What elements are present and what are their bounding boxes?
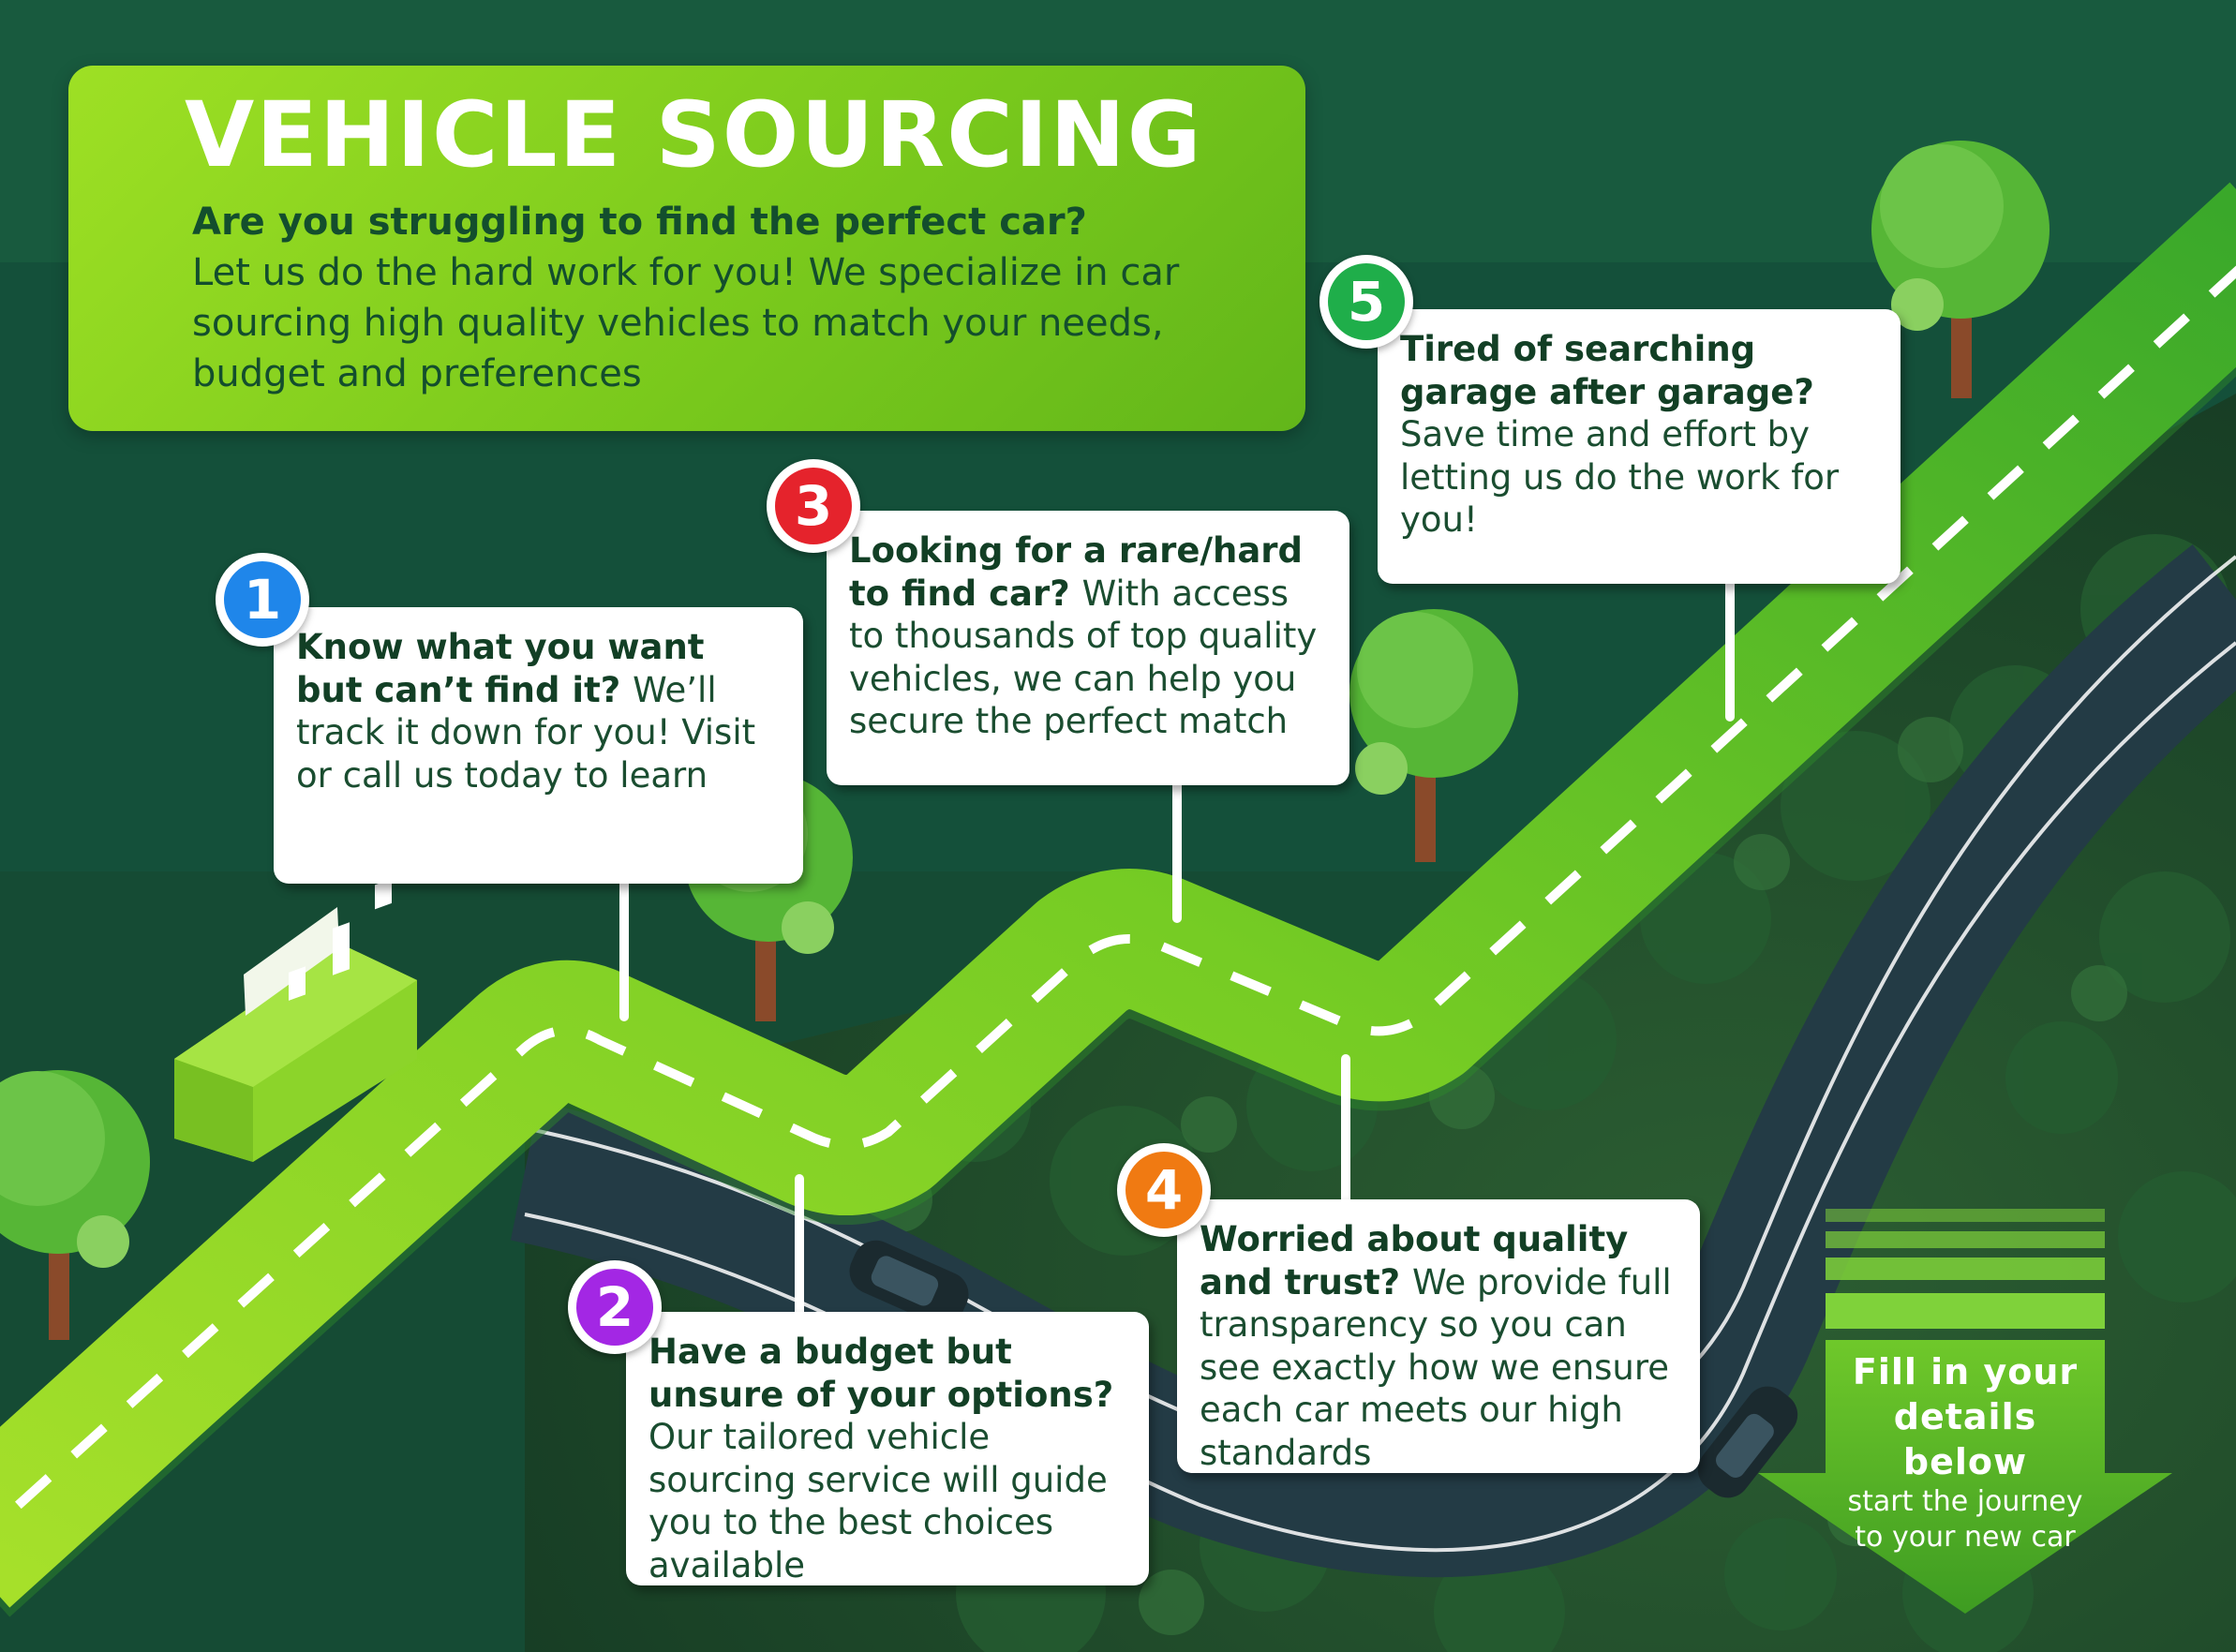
tree-middle bbox=[1349, 609, 1518, 862]
step-badge-4: 4 bbox=[1117, 1143, 1211, 1237]
step-card-4: Worried about quality and trust? We prov… bbox=[1177, 1199, 1700, 1473]
step-2-body: Our tailored vehicle sourcing service wi… bbox=[648, 1417, 1108, 1585]
step-badge-2: 2 bbox=[568, 1260, 662, 1354]
step-badge-3: 3 bbox=[767, 459, 860, 553]
building-illustration bbox=[174, 878, 417, 1162]
hero-body: Let us do the hard work for you! We spec… bbox=[192, 251, 1180, 395]
page-title: VEHICLE SOURCING bbox=[185, 82, 1203, 187]
cta-text: Fill in your details below start the jou… bbox=[1826, 1349, 2105, 1555]
step-card-5: Tired of searching garage after garage? … bbox=[1378, 309, 1901, 584]
step-5-number: 5 bbox=[1328, 263, 1405, 340]
connector-stems bbox=[619, 576, 1735, 1317]
step-3-body: With access to thousands of top quality … bbox=[849, 573, 1318, 742]
tree-left bbox=[0, 1070, 150, 1340]
car-2 bbox=[1697, 1386, 1798, 1498]
journey-road bbox=[0, 182, 2236, 1617]
cta-line-3: start the journey bbox=[1847, 1485, 2083, 1518]
cta-line-4: to your new car bbox=[1855, 1521, 2076, 1554]
step-5-body: Save time and effort by letting us do th… bbox=[1400, 414, 1840, 540]
hero-description: Are you struggling to find the perfect c… bbox=[192, 197, 1289, 399]
cta-line-2: details below bbox=[1893, 1396, 2037, 1482]
car-1 bbox=[849, 1240, 969, 1326]
step-2-heading: Have a budget but unsure of your options… bbox=[648, 1332, 1114, 1415]
step-1-number: 1 bbox=[224, 561, 301, 638]
step-4-body: We provide full transparency so you can … bbox=[1200, 1261, 1672, 1473]
cta-line-1: Fill in your bbox=[1852, 1351, 2079, 1392]
step-1-heading: Know what you want but can’t find it? bbox=[296, 627, 705, 710]
step-card-2: Have a budget but unsure of your options… bbox=[626, 1312, 1149, 1585]
step-3-heading: Looking for a rare/hard to find car? bbox=[849, 530, 1304, 614]
cta-arrow bbox=[1758, 1209, 2172, 1614]
hero-question: Are you struggling to find the perfect c… bbox=[192, 201, 1087, 244]
step-5-heading: Tired of searching garage after garage? bbox=[1400, 329, 1814, 412]
hero-banner: VEHICLE SOURCING Are you struggling to f… bbox=[68, 66, 1305, 431]
step-2-number: 2 bbox=[576, 1269, 653, 1346]
step-4-heading: Worried about quality and trust? bbox=[1200, 1219, 1629, 1302]
step-badge-1: 1 bbox=[216, 553, 309, 647]
step-card-3: Looking for a rare/hard to find car? Wit… bbox=[827, 511, 1349, 785]
step-3-number: 3 bbox=[775, 468, 852, 544]
step-4-number: 4 bbox=[1125, 1152, 1202, 1228]
step-1-body: We’ll track it down for you! Visit or ca… bbox=[296, 669, 756, 796]
step-badge-5: 5 bbox=[1319, 255, 1413, 349]
tree-top-right bbox=[1871, 141, 2050, 398]
step-card-1: Know what you want but can’t find it? We… bbox=[274, 607, 803, 884]
